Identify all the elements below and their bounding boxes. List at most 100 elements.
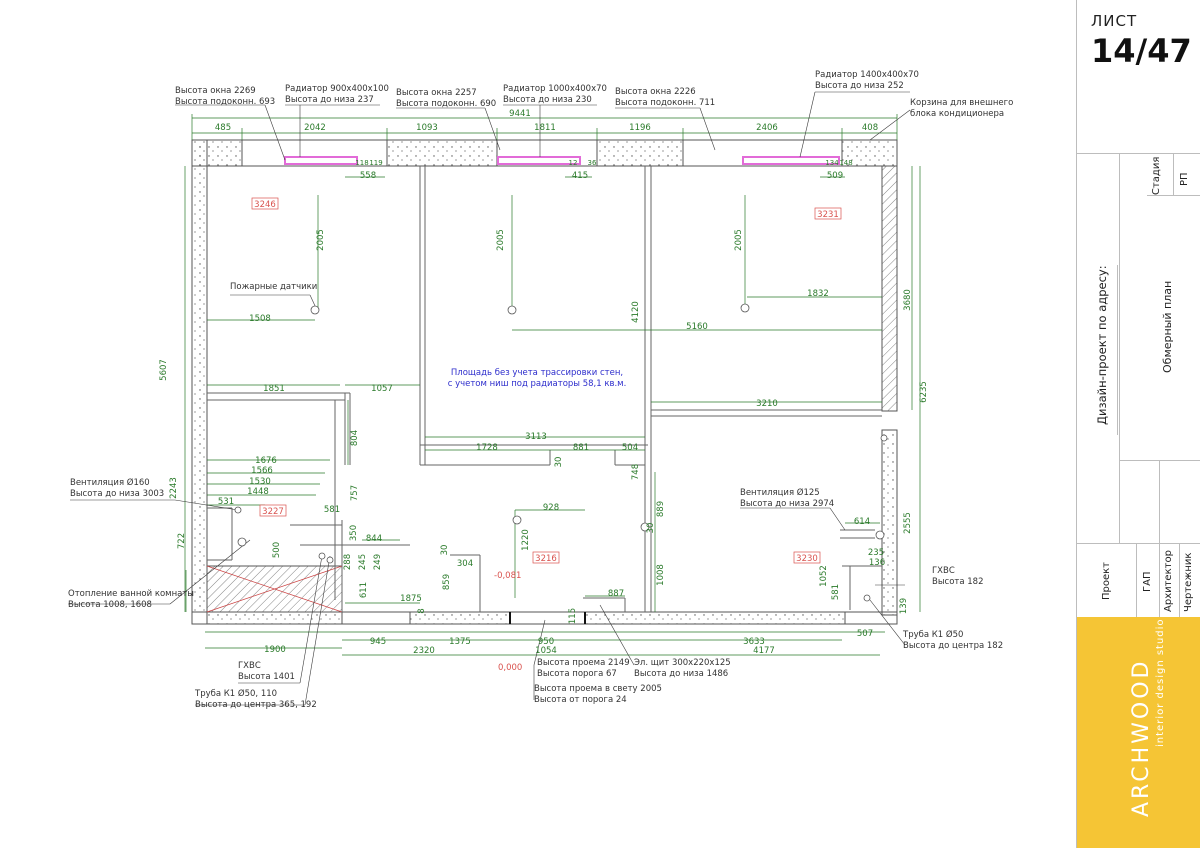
dim-1448: 1448 [247,487,269,497]
level-zero: 0,000 [498,663,522,673]
brand-name: ARCHWOOD [1129,658,1154,817]
note-gvs-left-1: ГХВС [238,661,261,671]
dim-3680: 3680 [903,289,913,311]
dim-3210: 3210 [756,399,778,409]
dim-1508: 1508 [249,314,271,324]
dim-small-1: 118 [355,159,368,167]
note-radiator2-line2: Высота до низа 230 [503,95,592,105]
note-pipe-right-1: Труба К1 Ø50 [902,629,963,640]
room-tag-5: 3230 [796,554,818,564]
dim-2005-c: 2005 [734,229,744,251]
divider [1179,543,1180,617]
dim-4120: 4120 [631,301,641,323]
note-ac-line1: Корзина для внешнего [910,98,1013,108]
dim-928: 928 [543,503,559,513]
note-window1-line1: Высота окна 2269 [175,86,256,96]
note-vent-right-2: Высота до низа 2974 [740,499,834,509]
stage-label: Стадия [1151,156,1162,195]
leader-lines [68,91,911,706]
address-label: Дизайн-проект по адресу: [1095,265,1109,425]
divider [1147,195,1200,196]
dim-30-c: 30 [554,457,564,468]
dim-504: 504 [622,443,638,453]
note-gvs-right-2: Высота 182 [932,577,984,587]
dim-4177: 4177 [753,646,775,656]
divider [1173,153,1174,195]
dim-top-2: 2042 [304,123,326,133]
sheet-label: ЛИСТ [1091,12,1138,30]
room-tag-4: 3216 [535,554,557,564]
role-draftsman: Чертежник [1183,552,1194,612]
dim-748: 748 [631,464,641,480]
dim-757: 757 [350,485,360,501]
room-tag-box-1 [251,197,279,210]
note-heating-2: Высота 1008, 1608 [68,600,152,610]
divider [1119,153,1120,543]
partitions [207,166,882,612]
note-window2-line1: Высота окна 2257 [396,88,477,98]
room-tag-3: 3227 [262,507,284,517]
area-note-line2: с учетом ниш под радиаторы 58,1 кв.м. [448,379,627,389]
dim-top-4: 1811 [534,123,556,133]
note-radiator2-line1: Радиатор 1000x400x70 [503,84,607,94]
note-pipe-left-2: Высота до центра 365, 192 [195,700,317,710]
dim-1008: 1008 [656,564,666,586]
dim-2555: 2555 [903,512,913,534]
note-panel-2: Высота до низа 1486 [634,669,728,679]
role-gap: ГАП [1142,571,1153,592]
dim-288: 288 [343,554,353,570]
dim-881: 881 [573,443,589,453]
dim-722: 722 [177,533,187,549]
divider [1159,460,1160,617]
dim-1057: 1057 [371,384,393,394]
dim-top-3: 1093 [416,123,438,133]
door-marks [509,612,586,624]
note-vent-left-1: Вентиляция Ø160 [70,477,150,488]
wall-hatched [881,165,898,412]
dim-507: 507 [857,629,873,639]
dim-558: 558 [360,171,376,181]
dim-1054: 1054 [535,646,557,656]
dim-1566: 1566 [251,466,273,476]
note-radiator1-line2: Высота до низа 237 [285,95,374,105]
dim-overall: 9441 [509,109,531,119]
address-line [1117,265,1118,435]
dim-235: 235 [868,548,884,558]
dim-1375: 1375 [449,637,471,647]
note-pipe-right-2: Высота до центра 182 [903,641,1003,651]
dim-115: 115 [568,608,578,624]
dim-2005-b: 2005 [496,229,506,251]
note-gvs-right-1: ГХВС [932,566,955,576]
note-opening-1: Высота проема 2149 [537,658,630,668]
brand-tagline: interior design studio [1155,618,1166,747]
dim-531: 531 [218,497,234,507]
dim-1832: 1832 [807,289,829,299]
dim-304: 304 [457,559,473,569]
dim-1851: 1851 [263,384,285,394]
dim-581-b: 581 [831,584,841,600]
radiators [284,156,840,165]
dim-2320: 2320 [413,646,435,656]
room-tag-box-4 [532,551,560,564]
dim-top-7: 408 [862,123,878,133]
note-ac-line2: блока кондиционера [910,109,1004,119]
sheet-number: 14/47 [1091,32,1192,70]
dim-950: 950 [538,637,554,647]
sensor-markers [234,303,888,602]
level-bath: -0,081 [494,571,521,581]
dim-945: 945 [370,637,386,647]
floor-plan: Высота окна 2269 Высота подоконн. 693 Ра… [68,70,1013,710]
dim-1052: 1052 [819,565,829,587]
dim-2243: 2243 [169,477,179,499]
dim-top-1: 485 [215,123,231,133]
note-window3-line1: Высота окна 2226 [615,87,696,97]
dim-6235: 6235 [919,381,929,403]
dim-804: 804 [350,430,360,446]
dim-1900: 1900 [264,645,286,655]
sheet-title: Обмерный план [1161,280,1174,373]
dim-509: 509 [827,171,843,181]
dim-2005-a: 2005 [316,229,326,251]
title-block: ЛИСТ 14/47 Стадия РП Дизайн-проект по ад… [1076,0,1200,848]
note-pipe-left-1: Труба К1 Ø50, 110 [194,688,277,699]
stage-value: РП [1179,172,1190,186]
